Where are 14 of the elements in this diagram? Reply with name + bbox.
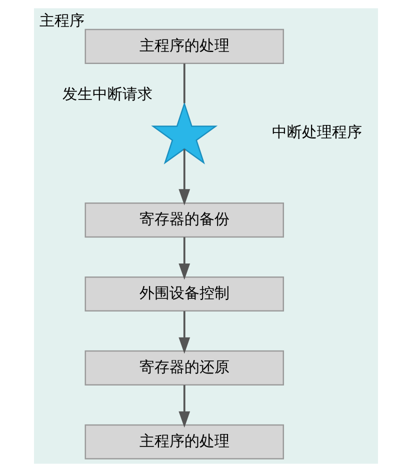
node-box: 外围设备控制 xyxy=(84,276,284,312)
node-label: 主程序 xyxy=(39,11,84,30)
node-box: 寄存器的备份 xyxy=(84,202,284,238)
node-label: 发生中断请求 xyxy=(62,85,152,104)
node-star xyxy=(150,102,218,164)
node-box: 主程序的处理 xyxy=(84,28,284,64)
arrow xyxy=(178,311,190,354)
arrow xyxy=(178,385,190,428)
connector xyxy=(182,64,185,104)
node-box: 主程序的处理 xyxy=(84,424,284,460)
label: 中断处理程序 xyxy=(272,123,362,142)
arrow xyxy=(178,149,190,206)
node-box: 寄存器的还原 xyxy=(84,350,284,386)
arrow xyxy=(178,237,190,280)
